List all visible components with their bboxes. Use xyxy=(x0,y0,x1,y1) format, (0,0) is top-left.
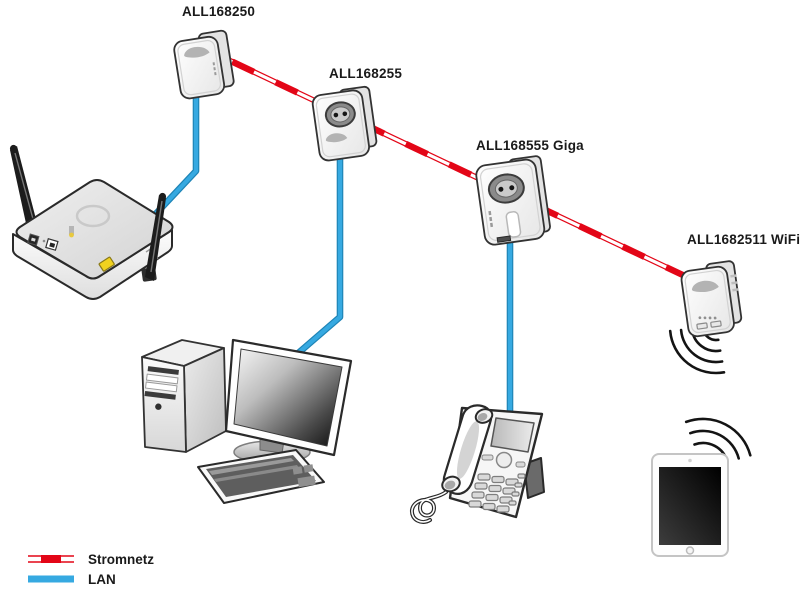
keypad-key xyxy=(471,491,485,499)
adapter-2-label: ALL168255 xyxy=(329,66,403,81)
adapter-port xyxy=(496,235,512,243)
monitor-icon xyxy=(224,338,353,464)
router-led xyxy=(69,232,74,238)
phone-nav-button xyxy=(495,451,513,469)
keypad-key xyxy=(474,482,488,490)
adapter-1-label: ALL168250 xyxy=(182,4,256,19)
router-antenna-right xyxy=(141,192,167,282)
adapter-port xyxy=(696,322,708,330)
stromnetz-line xyxy=(214,51,708,289)
keypad-key xyxy=(508,500,517,506)
keypad-key xyxy=(517,473,526,479)
keypad-key xyxy=(468,500,482,508)
stromnetz-line-icon xyxy=(28,555,74,563)
monitor-screen xyxy=(233,348,343,447)
keypad-key xyxy=(496,505,510,513)
voip-phone-icon xyxy=(409,404,545,524)
powerline-adapter-3-icon xyxy=(475,155,551,246)
powerline-adapter-1-icon xyxy=(173,29,235,100)
keyboard-keyfield xyxy=(206,455,316,497)
router-eth-port xyxy=(98,256,115,272)
legend-item-stromnetz: Stromnetz xyxy=(28,550,154,568)
keypad-key xyxy=(485,493,499,502)
keypad-key xyxy=(477,473,491,481)
tower-power-button xyxy=(155,403,162,410)
tablet-camera xyxy=(688,458,692,463)
keypad-key xyxy=(511,491,520,497)
keypad-key xyxy=(491,475,505,484)
keyboard-icon xyxy=(197,449,325,504)
adapter-slot xyxy=(505,211,522,238)
tablet-home-button xyxy=(685,546,695,555)
tablet-icon xyxy=(651,453,729,557)
legend-label-stromnetz: Stromnetz xyxy=(88,551,155,567)
phone-display xyxy=(490,417,535,453)
tower-side xyxy=(183,347,227,453)
phone-cord xyxy=(409,490,448,524)
desktop-tower-icon xyxy=(141,339,227,453)
router-top xyxy=(15,179,174,280)
router-ring xyxy=(75,204,111,228)
phone-keypad xyxy=(468,473,526,513)
adapter-4-label: ALL1682511 WiFi xyxy=(687,232,800,247)
lan-cables xyxy=(147,84,514,418)
router-ports xyxy=(27,233,115,272)
lan-line-icon xyxy=(28,575,74,583)
powerline-adapter-4-icon xyxy=(680,260,743,338)
keypad-key xyxy=(488,484,502,493)
powerline-adapter-2-icon xyxy=(311,85,378,162)
wifi-router-icon xyxy=(9,144,174,300)
phone-handset xyxy=(441,404,494,495)
keypad-key xyxy=(514,482,523,488)
legend-item-lan: LAN xyxy=(28,570,116,588)
stromnetz-dashes xyxy=(214,51,708,289)
keypad-key xyxy=(482,502,496,511)
adapter-3-label: ALL168555 Giga xyxy=(476,138,584,153)
lan-cable-router xyxy=(147,84,200,223)
adapter-port xyxy=(710,320,722,328)
tower-drive-bays xyxy=(144,366,179,410)
adapter-body xyxy=(680,265,735,338)
tablet-screen xyxy=(659,467,721,545)
legend-label-lan: LAN xyxy=(88,571,116,587)
